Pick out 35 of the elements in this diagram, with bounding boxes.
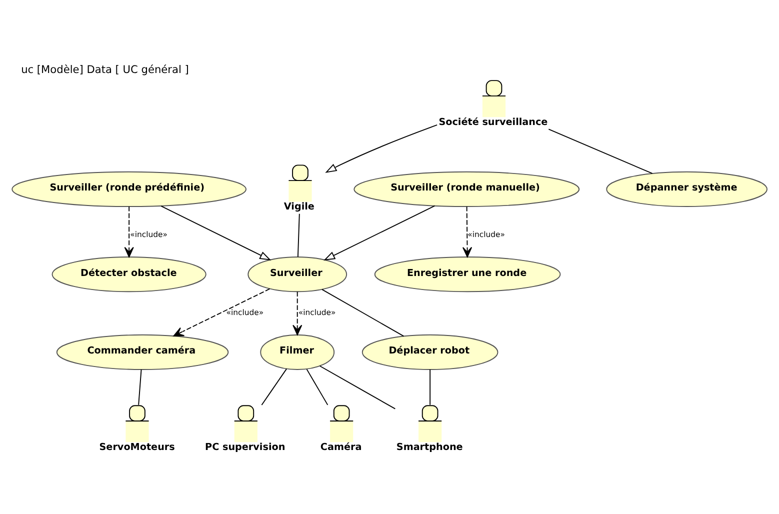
arrow bbox=[124, 206, 134, 257]
node-ellipse: Filmer bbox=[260, 334, 335, 370]
node-ellipse: Surveiller bbox=[248, 256, 348, 292]
arrow bbox=[462, 206, 472, 257]
edge-label: «include» bbox=[468, 230, 505, 239]
connector bbox=[138, 368, 142, 405]
node-label: Caméra bbox=[320, 441, 362, 452]
arrow bbox=[292, 290, 302, 335]
node-label: Vigile bbox=[284, 200, 314, 212]
connector bbox=[430, 368, 431, 405]
node-ellipse: Déplacer robot bbox=[362, 334, 498, 370]
connector bbox=[306, 368, 328, 405]
connector bbox=[322, 288, 404, 336]
node-label: ServoMoteurs bbox=[99, 441, 175, 452]
node-ellipse: Détecter obstacle bbox=[52, 256, 206, 292]
connector bbox=[297, 212, 300, 257]
node-ellipse: Surveiller (ronde manuelle) bbox=[354, 170, 580, 207]
edge-label: «include» bbox=[130, 230, 168, 239]
node-ellipse: Surveiller (ronde prédéfinie) bbox=[12, 170, 246, 207]
arrow bbox=[173, 288, 270, 336]
arrow bbox=[325, 124, 438, 172]
arrow bbox=[324, 204, 436, 260]
node-ellipse: Commander caméra bbox=[56, 334, 229, 370]
node-label: Smartphone bbox=[396, 441, 463, 452]
connector bbox=[548, 128, 653, 174]
node-label: Société surveillance bbox=[438, 116, 548, 128]
node-ellipse: Enregistrer une ronde bbox=[374, 256, 561, 292]
diagram-title: uc [Modèle] Data [ UC général ] bbox=[21, 64, 189, 76]
connector bbox=[319, 365, 396, 409]
node-ellipse: Dépanner système bbox=[606, 170, 768, 207]
arrow bbox=[160, 205, 272, 260]
edge-label: «include» bbox=[298, 308, 336, 317]
node-label: PC supervision bbox=[205, 441, 286, 452]
edge-label: «include» bbox=[226, 308, 264, 317]
connector bbox=[261, 368, 288, 405]
